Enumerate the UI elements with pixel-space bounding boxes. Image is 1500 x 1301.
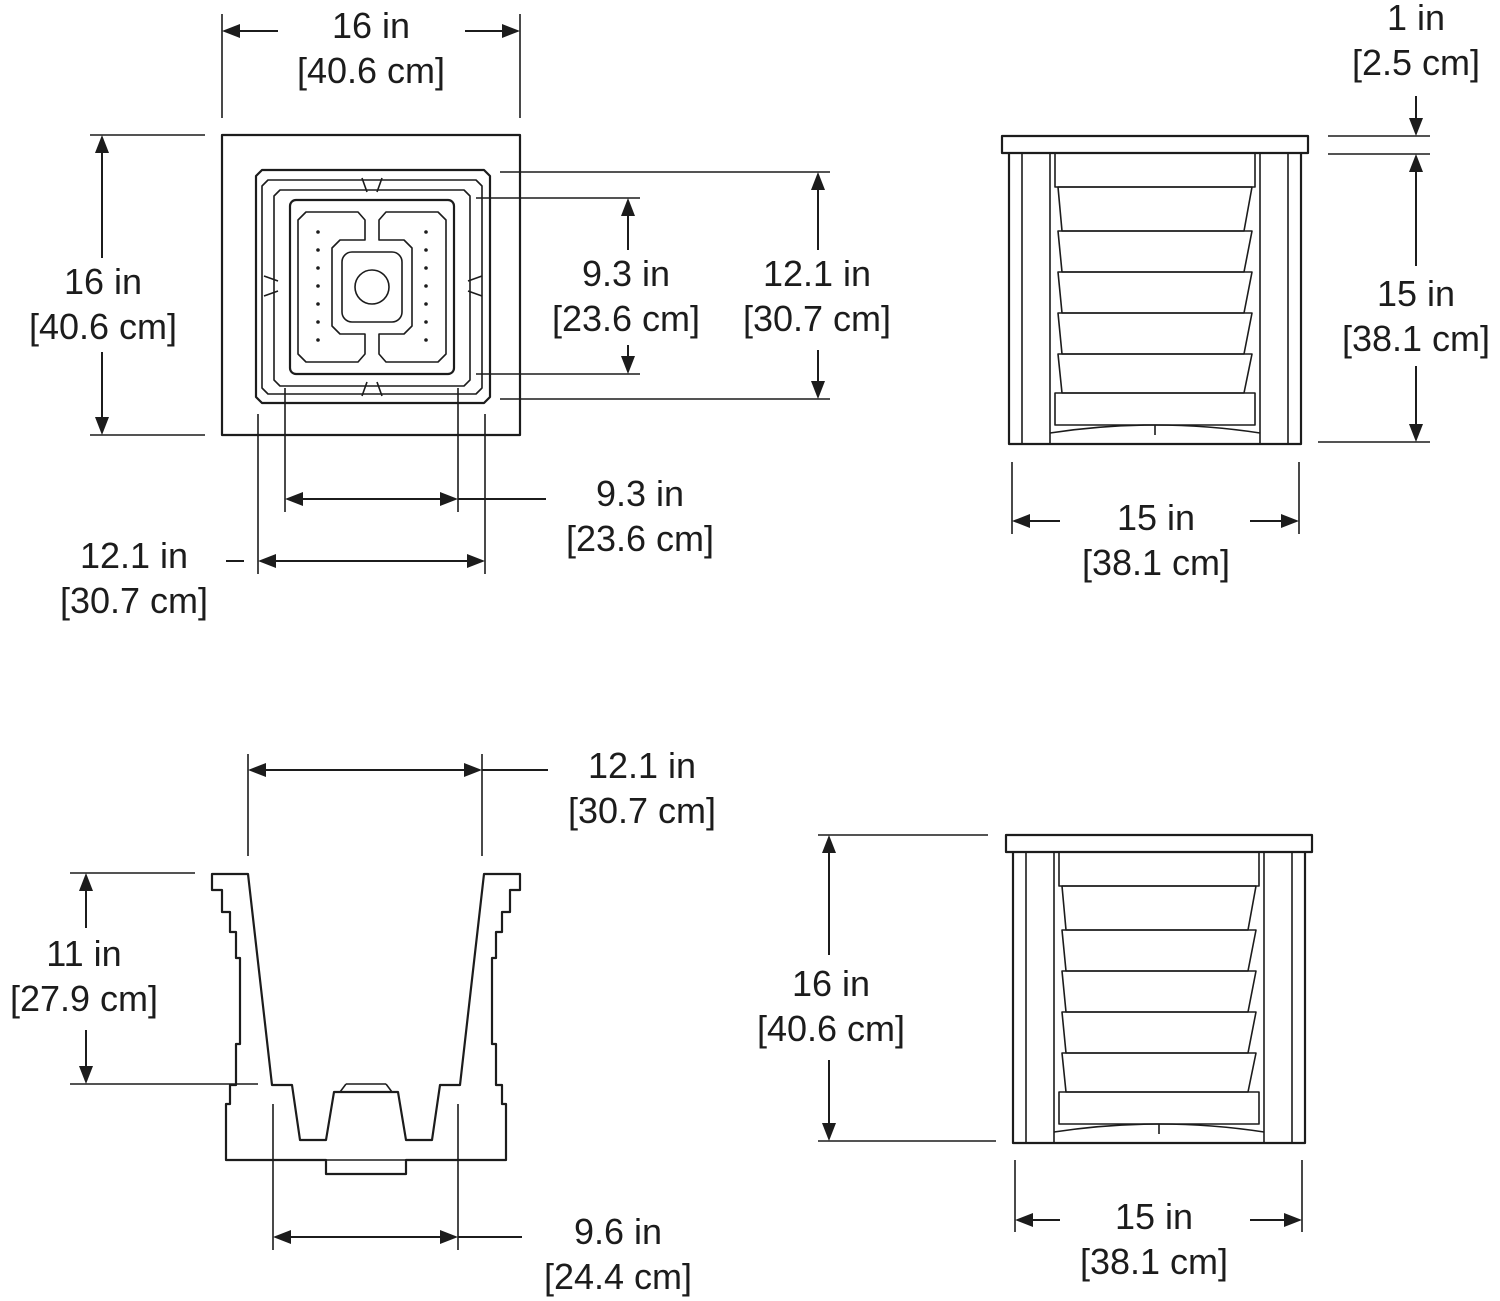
- box-width-imperial: 15 in: [1117, 497, 1195, 538]
- section-depth-imperial: 11 in: [46, 933, 121, 974]
- box-height-metric: [38.1 cm]: [1342, 318, 1490, 359]
- section-view: 12.1 in [30.7 cm] 11 in [27.9 cm] 9.6 in…: [10, 745, 716, 1297]
- top-width-imperial: 16 in: [332, 5, 410, 46]
- inner-depth-outer-imperial: 12.1 in: [763, 253, 871, 294]
- section-bottom-width-imperial: 9.6 in: [574, 1211, 662, 1252]
- section-top-width-imperial: 12.1 in: [588, 745, 696, 786]
- inner-width-bottom-imperial: 9.3 in: [596, 473, 684, 514]
- top-view-basin: [288, 198, 456, 376]
- top-depth-metric: [40.6 cm]: [29, 306, 177, 347]
- inner-depth-outer-metric: [30.7 cm]: [743, 298, 891, 339]
- top-view: 16 in [40.6 cm] 16 in [40.6 cm] 12.1 in …: [29, 5, 891, 621]
- lip-height-metric: [2.5 cm]: [1352, 42, 1480, 83]
- inner-depth-bottom-imperial: 9.3 in: [582, 253, 670, 294]
- top-view-rim: [254, 168, 492, 405]
- full-height-imperial: 16 in: [792, 963, 870, 1004]
- drain-dots: [316, 230, 428, 342]
- inner-width-bottom-metric: [23.6 cm]: [566, 518, 714, 559]
- front-view-box: 1 in [2.5 cm] 15 in [38.1 cm] 15 in [38.…: [1000, 0, 1490, 583]
- liner-section-outline: [210, 872, 522, 1176]
- full-width-metric: [38.1 cm]: [1080, 1241, 1228, 1282]
- lip-height-imperial: 1 in: [1387, 0, 1445, 38]
- inner-width-outer-metric: [30.7 cm]: [60, 580, 208, 621]
- top-depth-imperial: 16 in: [64, 261, 142, 302]
- box-width-metric: [38.1 cm]: [1082, 542, 1230, 583]
- inner-width-outer-imperial: 12.1 in: [80, 535, 188, 576]
- full-width-imperial: 15 in: [1115, 1196, 1193, 1237]
- full-height-metric: [40.6 cm]: [757, 1008, 905, 1049]
- inner-depth-bottom-metric: [23.6 cm]: [552, 298, 700, 339]
- front-view-full: 16 in [40.6 cm] 15 in [38.1 cm]: [757, 833, 1314, 1282]
- drain-hole: [354, 269, 390, 305]
- section-bottom-width-metric: [24.4 cm]: [544, 1256, 692, 1297]
- top-width-metric: [40.6 cm]: [297, 50, 445, 91]
- section-depth-metric: [27.9 cm]: [10, 978, 158, 1019]
- section-top-width-metric: [30.7 cm]: [568, 790, 716, 831]
- box-height-imperial: 15 in: [1377, 273, 1455, 314]
- top-view-outer: [220, 133, 522, 437]
